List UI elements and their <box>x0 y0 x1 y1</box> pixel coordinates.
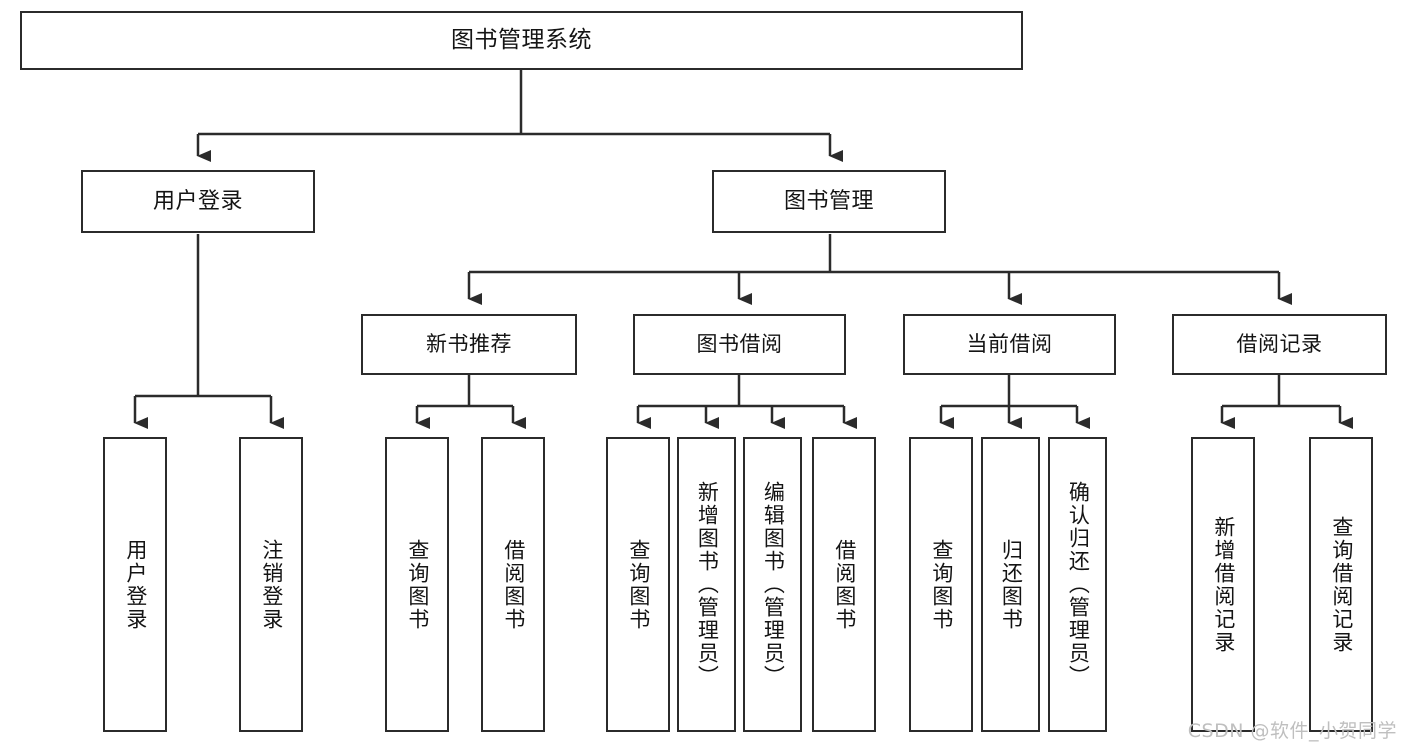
leaf-edit-book-admin[interactable]: 编辑图书（管理员） <box>743 437 802 732</box>
leaf-add-book-admin[interactable]: 新增图书（管理员） <box>677 437 736 732</box>
node-label: 图书管理 <box>783 188 874 214</box>
node-label: 图书管理系统 <box>451 27 592 54</box>
node-label: 新书推荐 <box>426 332 512 357</box>
node-label: 借阅图书 <box>501 538 526 631</box>
node-label: 新增借阅记录 <box>1211 515 1236 654</box>
node-label: 用户登录 <box>123 538 148 631</box>
leaf-confirm-return-admin[interactable]: 确认归还（管理员） <box>1048 437 1107 732</box>
node-label: 借阅图书 <box>832 538 857 631</box>
node-book-management[interactable]: 图书管理 <box>712 170 946 233</box>
node-label: 注销登录 <box>259 538 284 631</box>
leaf-user-login[interactable]: 用户登录 <box>103 437 167 732</box>
node-label: 图书借阅 <box>696 332 783 357</box>
leaf-add-borrowing-record[interactable]: 新增借阅记录 <box>1191 437 1255 732</box>
node-label: 新增图书（管理员） <box>695 481 720 688</box>
leaf-query-books-recommendation[interactable]: 查询图书 <box>385 437 449 732</box>
leaf-return-books[interactable]: 归还图书 <box>981 437 1040 732</box>
node-new-book-recommendation[interactable]: 新书推荐 <box>361 314 577 375</box>
node-user-login[interactable]: 用户登录 <box>81 170 315 233</box>
node-label: 查询图书 <box>405 538 430 631</box>
node-root-library-management-system[interactable]: 图书管理系统 <box>20 11 1023 70</box>
leaf-query-books-current[interactable]: 查询图书 <box>909 437 973 732</box>
node-label: 查询借阅记录 <box>1329 515 1354 654</box>
leaf-logout[interactable]: 注销登录 <box>239 437 303 732</box>
node-label: 确认归还（管理员） <box>1066 481 1091 688</box>
node-label: 归还图书 <box>999 538 1024 631</box>
node-borrowing-records[interactable]: 借阅记录 <box>1172 314 1387 375</box>
leaf-borrow-books-recommendation[interactable]: 借阅图书 <box>481 437 545 732</box>
node-current-borrowing[interactable]: 当前借阅 <box>903 314 1116 375</box>
node-label: 编辑图书（管理员） <box>761 481 786 688</box>
node-label: 借阅记录 <box>1236 332 1323 357</box>
csdn-watermark: CSDN @软件_小贺同学 <box>1187 720 1397 742</box>
leaf-query-books-borrowing[interactable]: 查询图书 <box>606 437 670 732</box>
leaf-query-borrowing-record[interactable]: 查询借阅记录 <box>1309 437 1373 732</box>
node-label: 查询图书 <box>626 538 651 631</box>
node-label: 当前借阅 <box>966 332 1053 357</box>
node-label: 用户登录 <box>152 188 243 214</box>
node-label: 查询图书 <box>929 538 954 631</box>
node-book-borrowing[interactable]: 图书借阅 <box>633 314 846 375</box>
leaf-borrow-books[interactable]: 借阅图书 <box>812 437 876 732</box>
